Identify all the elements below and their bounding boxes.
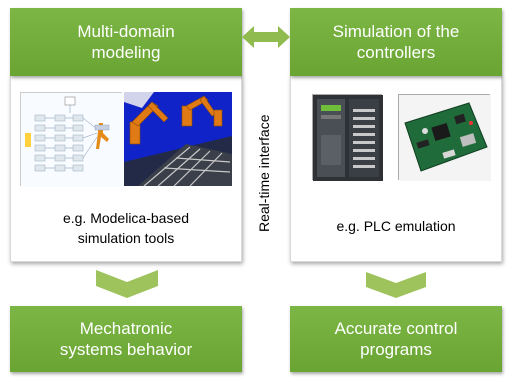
left-header-line1: Multi-domain	[77, 22, 175, 41]
left-footer-line2: systems behavior	[59, 340, 193, 359]
pcb-board-image	[398, 94, 491, 181]
right-footer-line1: Accurate control	[334, 319, 458, 338]
right-caption: e.g. PLC emulation	[336, 218, 456, 234]
bidirectional-arrow-icon	[242, 26, 290, 48]
robot-cell-image	[124, 92, 232, 186]
real-time-interface-label: Real-time interface	[256, 114, 272, 233]
right-content-panel: e.g. PLC emulation	[290, 76, 502, 262]
right-header-line1: Simulation of the	[332, 22, 460, 41]
left-caption: e.g. Modelica-based simulation tools	[10, 208, 242, 248]
left-down-chevron-icon	[96, 270, 158, 298]
left-caption-line1: e.g. Modelica-based	[62, 210, 190, 226]
right-header-box: Simulation of the controllers	[290, 8, 502, 76]
plc-image	[312, 94, 383, 181]
right-footer-line2: programs	[360, 340, 432, 359]
left-header-line2: modeling	[91, 43, 161, 62]
modelica-diagram-image	[20, 92, 123, 187]
right-down-chevron-icon	[366, 272, 426, 298]
left-footer-line1: Mechatronic	[79, 319, 173, 338]
left-caption-line2: simulation tools	[77, 230, 175, 246]
right-footer-box: Accurate control programs	[290, 306, 502, 372]
left-content-panel: e.g. Modelica-based simulation tools	[10, 76, 242, 262]
right-header-line2: controllers	[356, 43, 436, 62]
left-header-box: Multi-domain modeling	[10, 8, 242, 76]
left-footer-box: Mechatronic systems behavior	[10, 306, 242, 372]
